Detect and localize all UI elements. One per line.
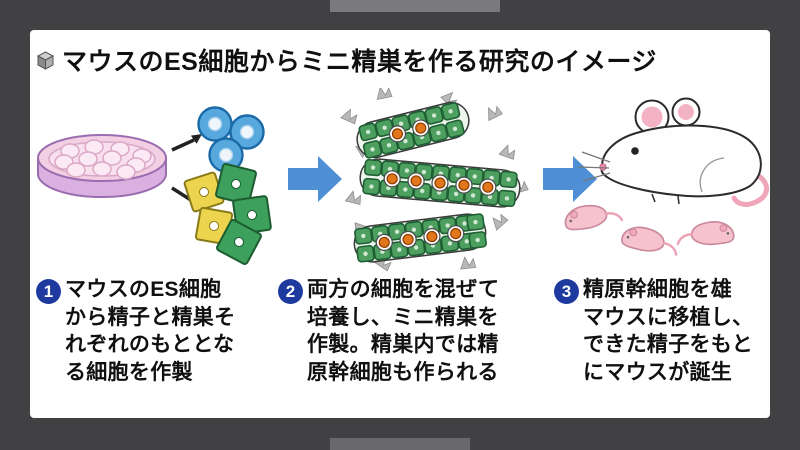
mini-testis-1 bbox=[356, 101, 470, 160]
step-3: 3 精原幹細胞を雄 マウスに移植し、 できた精子をもと にマウスが誕生 bbox=[554, 276, 770, 387]
mini-testis-2 bbox=[359, 158, 521, 208]
step-2: 2 両方の細胞を混ぜて 培養し、ミニ精巣を 作製。精巣内では精 原幹細胞も作られ… bbox=[278, 276, 554, 387]
sperm-precursor-cells-illustration bbox=[197, 106, 265, 173]
frame-top-strip bbox=[330, 0, 500, 12]
page-title: マウスのES細胞からミニ精巣を作る研究のイメージ bbox=[62, 48, 657, 76]
step-2-number-badge: 2 bbox=[278, 279, 303, 304]
step-3-text: 精原幹細胞を雄 マウスに移植し、 できた精子をもと にマウスが誕生 bbox=[583, 278, 754, 385]
testis-precursor-cells-illustration bbox=[182, 162, 273, 266]
arrow-up-icon bbox=[171, 134, 202, 152]
step-3-number-badge: 3 bbox=[554, 279, 579, 304]
research-flow-illustration bbox=[37, 88, 770, 272]
petri-dish-illustration bbox=[37, 134, 167, 198]
adult-mouse bbox=[577, 97, 770, 207]
step-2-text: 両方の細胞を混ぜて 培養し、ミニ精巣を 作製。精巣内では精 原幹細胞も作られる bbox=[307, 278, 500, 385]
title-row: マウスのES細胞からミニ精巣を作る研究のイメージ bbox=[30, 30, 770, 78]
caption-steps: 1 マウスのES細胞 から精子と精巣そ れぞれのもととな る細胞を作製 2 両方… bbox=[30, 276, 770, 387]
step-1-number-badge: 1 bbox=[36, 279, 61, 304]
cube-icon bbox=[36, 50, 55, 70]
mini-testes-illustration bbox=[340, 88, 529, 272]
step-1: 1 マウスのES細胞 から精子と精巣そ れぞれのもととな る細胞を作製 bbox=[30, 276, 278, 387]
mouse-pups bbox=[560, 194, 737, 256]
step-1-text: マウスのES細胞 から精子と精巣そ れぞれのもととな る細胞を作製 bbox=[65, 278, 236, 385]
frame-bottom-strip bbox=[330, 438, 470, 450]
mini-testis-3 bbox=[353, 212, 488, 263]
infographic-panel: マウスのES細胞からミニ精巣を作る研究のイメージ bbox=[30, 30, 770, 418]
flow-arrow-icon bbox=[288, 156, 342, 202]
mouse-family-illustration bbox=[560, 97, 770, 256]
